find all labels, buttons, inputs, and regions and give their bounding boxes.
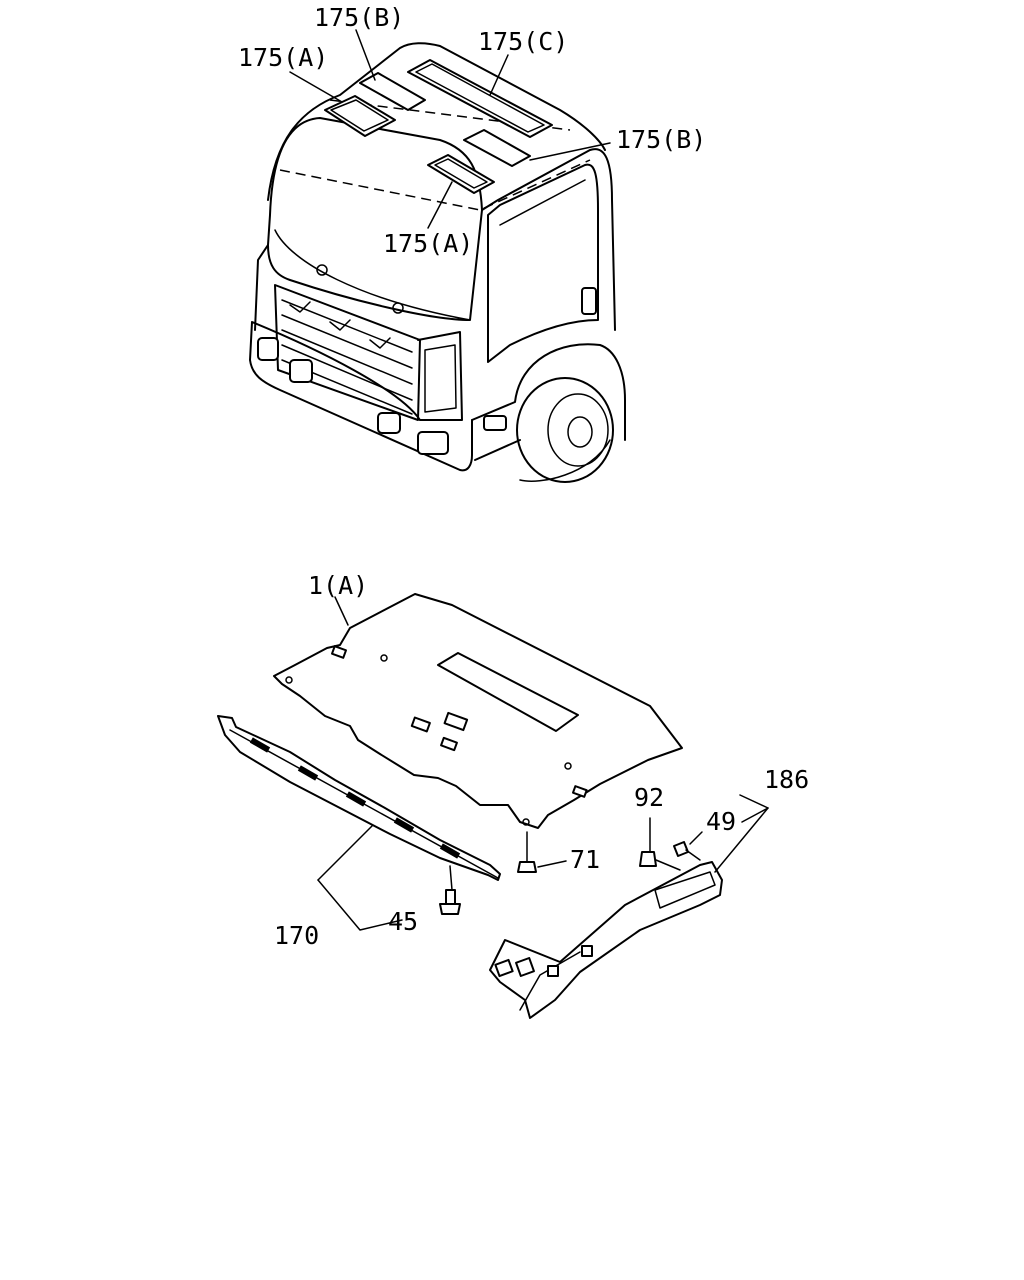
label-49: 49 (706, 807, 736, 836)
label-175b-right: 175(B) (616, 125, 706, 154)
headlining-panel (273, 593, 683, 829)
clip-92 (639, 817, 681, 871)
label-186: 186 (764, 765, 809, 794)
front-header-trim (217, 715, 501, 931)
label-175a-left: 175(A) (238, 43, 328, 72)
label-92: 92 (634, 783, 664, 812)
label-71: 71 (570, 845, 600, 874)
truck-cab-illustration (249, 29, 626, 483)
label-1a: 1(A) (308, 571, 368, 600)
nut-71 (517, 831, 567, 873)
trim-clip-slots (249, 737, 461, 859)
label-175c: 175(C) (478, 27, 568, 56)
label-45: 45 (388, 907, 418, 936)
label-175b-top: 175(B) (314, 3, 404, 32)
screw-45 (439, 865, 461, 915)
bolt-49 (673, 831, 703, 861)
pillar-trim (489, 794, 769, 1019)
label-175a-lower: 175(A) (383, 229, 473, 258)
label-170: 170 (274, 921, 319, 950)
